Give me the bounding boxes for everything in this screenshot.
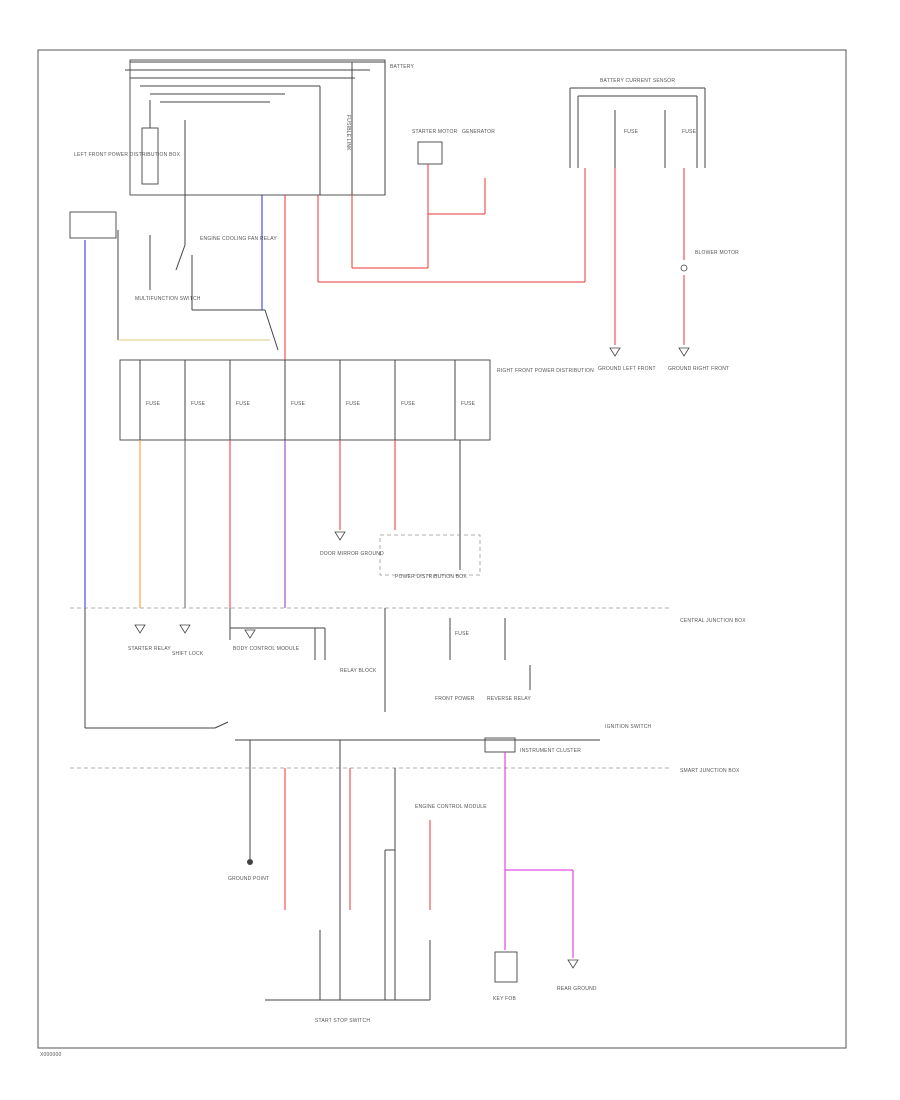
label-fuse-c: FUSE: [236, 401, 251, 407]
fuse-block-taps: [139, 360, 456, 440]
label-fuse-e: FUSE: [346, 401, 361, 407]
label-start-stop-switch: START STOP SWITCH: [315, 1018, 370, 1024]
label-body-control: BODY CONTROL MODULE: [233, 646, 300, 652]
main-power-wires: [284, 164, 685, 360]
label-blower-motor: BLOWER MOTOR: [695, 250, 739, 256]
engine-cooling-fan-relay: [117, 195, 279, 351]
label-central-junction: CENTRAL JUNCTION BOX: [680, 618, 746, 624]
label-fusible-link: FUSIBLE LINK: [345, 115, 351, 151]
label-shift-lock: SHIFT LOCK: [172, 651, 204, 657]
label-starter-relay: STARTER RELAY: [128, 646, 171, 652]
label-generator: GENERATOR: [462, 129, 495, 135]
label-fuse-d: FUSE: [291, 401, 306, 407]
label-engine-cooling-fan-relay: ENGINE COOLING FAN RELAY: [200, 236, 277, 242]
label-instrument-cluster: INSTRUMENT CLUSTER: [520, 748, 581, 754]
label-ground-right-front: GROUND RIGHT FRONT: [668, 366, 729, 372]
junction-components: [134, 608, 531, 712]
label-front-power: FRONT POWER: [435, 696, 475, 702]
label-fuse-b: FUSE: [191, 401, 206, 407]
battery-current-sensor: [569, 87, 706, 168]
ignition-switch-line: [84, 608, 600, 753]
label-rear-ground: REAR GROUND: [557, 986, 597, 992]
label-battery: BATTERY: [390, 64, 414, 70]
label-fuse-f: FUSE: [401, 401, 416, 407]
label-fuse-a: FUSE: [146, 401, 161, 407]
fuse-block: [119, 359, 491, 441]
magenta-wires: [494, 752, 574, 983]
label-smart-junction: SMART JUNCTION BOX: [680, 768, 740, 774]
diagram-border: [37, 49, 847, 1049]
ground-symbols-top-right: [609, 347, 690, 357]
power-dist-dashed-box: [379, 534, 481, 576]
left-front-power-box: [129, 59, 386, 196]
footer-doc-code: X000000: [40, 1052, 61, 1058]
label-ignition-switch: IGNITION SWITCH: [605, 724, 652, 730]
lower-wires: [247, 740, 431, 1001]
label-starter-motor: STARTER MOTOR: [412, 129, 458, 135]
label-battery-current-sensor: BATTERY CURRENT SENSOR: [600, 78, 675, 84]
label-right-front-power: RIGHT FRONT POWER DISTRIBUTION: [497, 368, 594, 374]
label-key-fob: KEY FOB: [493, 996, 516, 1002]
label-ground-point: GROUND POINT: [228, 876, 269, 882]
label-power-dist: POWER DISTRIBUTION BOX: [395, 574, 467, 580]
label-fuse-far-right: FUSE: [682, 129, 697, 135]
label-ground-left-front: GROUND LEFT FRONT: [598, 366, 656, 372]
label-engine-control: ENGINE CONTROL MODULE: [415, 804, 487, 810]
blue-feed-wire: [84, 195, 263, 608]
label-fuse-g: FUSE: [461, 401, 476, 407]
label-fuse-relay: FUSE: [455, 631, 470, 637]
fuse-output-wires: [139, 440, 461, 608]
label-fuse-right: FUSE: [624, 129, 639, 135]
left-front-dist-box: [69, 211, 117, 239]
starter-motor-box: [417, 141, 443, 165]
label-left-front-power-dist: LEFT FRONT POWER DISTRIBUTION BOX: [74, 152, 181, 158]
label-door-mirror-ground: DOOR MIRROR GROUND: [320, 551, 384, 557]
label-multifunction-switch: MULTIFUNCTION SWITCH: [135, 296, 201, 302]
label-reverse-relay: REVERSE RELAY: [487, 696, 531, 702]
label-relay-block: RELAY BLOCK: [340, 668, 377, 674]
